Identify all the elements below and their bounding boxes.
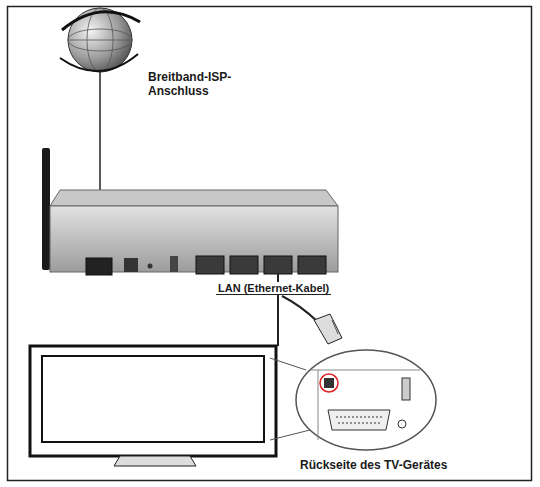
node-text: Breitband-ISP-Anschluss <box>148 70 256 99</box>
frame <box>8 7 532 481</box>
router <box>42 148 338 275</box>
isp-connection-label: Breitband-ISP-Anschluss <box>148 70 256 99</box>
tv-back-zoom <box>296 350 436 450</box>
tv-set <box>30 346 310 466</box>
tv-back-label: Rückseite des TV-Gerätes <box>300 458 500 472</box>
cable-label: LAN (Ethernet-Kabel) <box>216 282 331 295</box>
internet-globe <box>60 8 140 72</box>
node-text: Rückseite des TV-Gerätes <box>300 458 500 472</box>
